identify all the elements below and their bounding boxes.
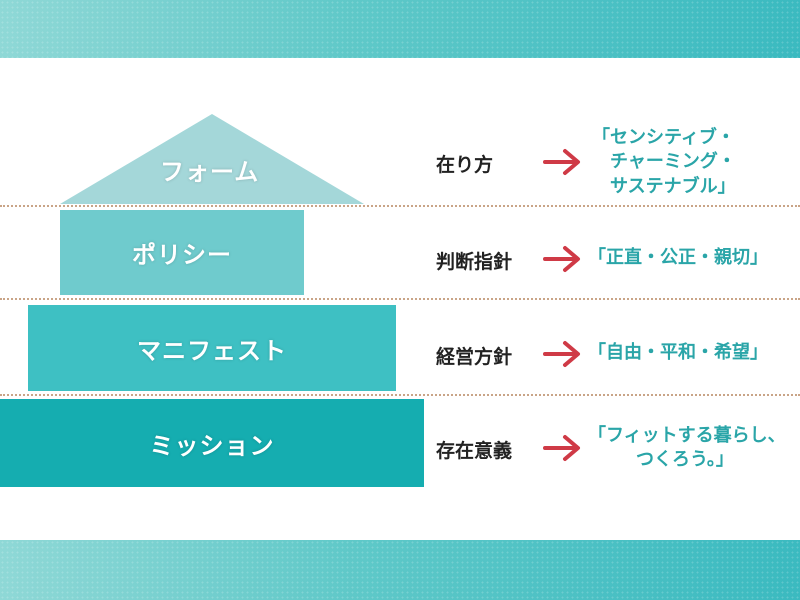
- value-text-manifest: 「自由・平和・希望」: [588, 341, 768, 365]
- category-label-form: 在り方: [436, 154, 494, 176]
- value-line: 「フィットする暮らし、: [588, 425, 786, 446]
- arrow-right-icon: [543, 246, 580, 272]
- level-label-policy: ポリシー: [132, 241, 232, 269]
- value-line: 「自由・平和・希望」: [588, 342, 768, 363]
- dotted-divider: [0, 394, 800, 396]
- value-text-form: 「センシティブ・ チャーミング・ サステナブル」: [592, 126, 736, 199]
- level-label-manifest: マニフェスト: [137, 336, 287, 365]
- arrow-right-icon: [543, 435, 580, 461]
- value-line: チャーミング・: [610, 151, 736, 173]
- value-line: つくろう。」: [636, 449, 734, 471]
- bottom-decorative-band: [0, 540, 800, 600]
- arrow-right-icon: [543, 149, 580, 175]
- category-label-policy: 判断指針: [436, 251, 513, 273]
- level-block-manifest: マニフェスト: [28, 305, 396, 391]
- value-line: 「センシティブ・: [592, 127, 735, 148]
- dotted-divider: [0, 298, 800, 300]
- top-decorative-band: [0, 0, 800, 58]
- value-line: サステナブル」: [610, 175, 736, 197]
- level-block-policy: ポリシー: [60, 210, 304, 295]
- level-label-mission: ミッション: [149, 431, 275, 460]
- arrow-right-icon: [543, 341, 580, 367]
- category-label-manifest: 経営方針: [436, 346, 513, 368]
- value-text-policy: 「正直・公正・親切」: [588, 246, 768, 270]
- category-label-mission: 存在意義: [436, 440, 513, 462]
- level-label-form: フォーム: [160, 158, 260, 186]
- dotted-divider: [0, 205, 800, 207]
- roof-shape-forme: [60, 114, 364, 204]
- value-line: 「正直・公正・親切」: [588, 247, 768, 268]
- level-block-mission: ミッション: [0, 399, 424, 487]
- value-text-mission: 「フィットする暮らし、 つくろう。」: [588, 424, 786, 473]
